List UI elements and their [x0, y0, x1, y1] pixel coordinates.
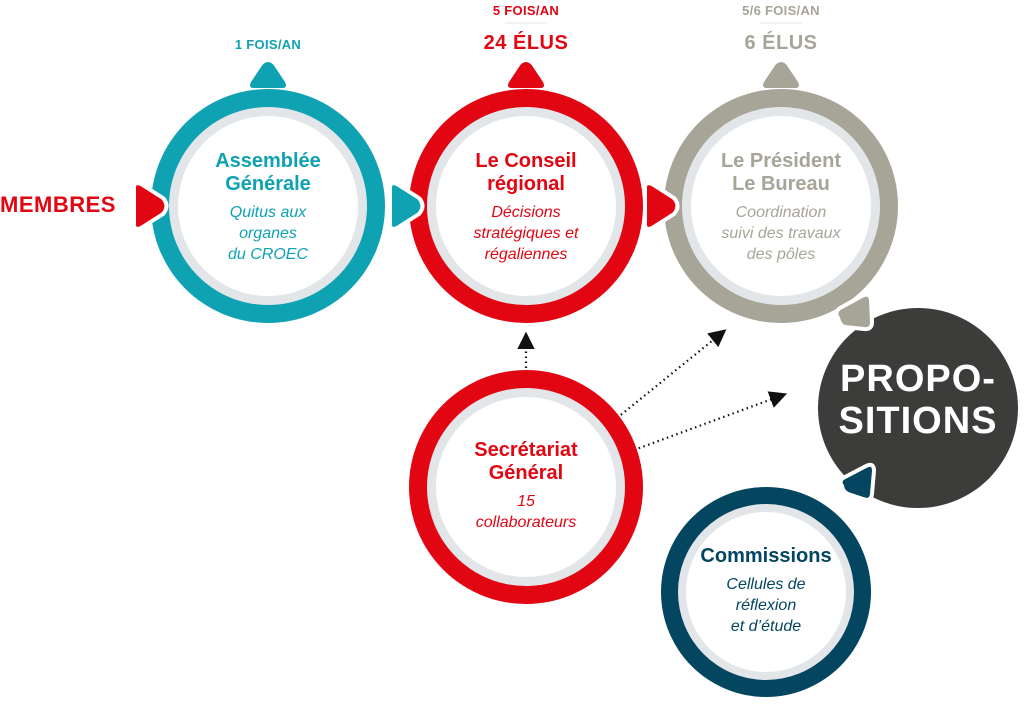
propositions-line-1: PROPO-: [840, 358, 996, 400]
assemblee-frequency: 1 FOIS/AN: [234, 37, 302, 52]
conseil-node: Le Conseil régional Décisions stratégiqu…: [426, 150, 626, 265]
president-desc-2: suivi des travaux: [721, 225, 841, 242]
assemblee-desc-1: Quitus aux: [229, 204, 307, 221]
conseil-ring: [409, 89, 643, 323]
conseil-members: 24 ÉLUS: [483, 32, 569, 54]
president-frequency: 5/6 FOIS/AN: [742, 3, 820, 18]
secretariat-desc-2: collaborateurs: [475, 514, 577, 531]
assemblee-node: Assemblée Générale Quitus aux organes du…: [178, 150, 358, 265]
president-ring: [664, 89, 898, 323]
commissions-node: Commissions Cellules de réflexion et d’é…: [676, 545, 856, 637]
secretariat-title-2: Général: [488, 462, 564, 484]
president-members: 6 ÉLUS: [744, 32, 818, 54]
assemblee-to-conseil-arrow-icon: [388, 181, 425, 231]
commissions-title: Commissions: [700, 545, 832, 567]
conseil-desc-2: stratégiques et: [473, 225, 579, 242]
conseil-top-triangle-icon: [508, 62, 544, 88]
commissions-desc-1: Cellules de: [726, 576, 806, 593]
secretariat-title-1: Secrétariat: [474, 439, 578, 461]
president-desc-3: des pôles: [746, 246, 816, 263]
assemblee-desc-2: organes: [239, 225, 297, 242]
conseil-to-president-arrow-icon: [643, 181, 680, 231]
president-top-triangle-icon: [763, 62, 799, 88]
commissions-to-propositions-arrow-icon: [838, 462, 876, 502]
commissions-desc-3: et d’étude: [730, 618, 802, 635]
president-title-1: Le Président: [720, 150, 842, 172]
conseil-desc-1: Décisions: [491, 204, 561, 221]
propositions-line-2: SITIONS: [838, 400, 998, 442]
propositions-to-president-arrow-icon: [834, 292, 874, 332]
assemblee-title-2: Générale: [225, 173, 311, 195]
president-desc-1: Coordination: [735, 204, 827, 221]
secretariat-node: Secrétariat Général 15 collaborateurs: [426, 439, 626, 533]
president-title-2: Le Bureau: [732, 173, 830, 195]
membres-label: MEMBRES: [0, 192, 116, 217]
propositions-circle: [818, 308, 1018, 508]
secretariat-ring: [409, 370, 643, 604]
dotted-connector-to-propositions: [633, 391, 788, 452]
assemblee-top-triangle-icon: [250, 62, 286, 88]
assemblee-title-1: Assemblée: [215, 150, 321, 172]
conseil-frequency: 5 FOIS/AN: [492, 3, 560, 18]
secretariat-desc-1: 15: [517, 493, 535, 510]
commissions-desc-2: réflexion: [735, 597, 797, 614]
assemblee-desc-3: du CROEC: [227, 246, 309, 263]
president-node: Le Président Le Bureau Coordination suiv…: [681, 150, 881, 265]
conseil-desc-3: régaliennes: [484, 246, 568, 263]
conseil-title-1: Le Conseil: [475, 150, 577, 172]
conseil-title-2: régional: [487, 173, 565, 195]
assemblee-ring: [151, 89, 385, 323]
commissions-ring: [661, 487, 871, 697]
propositions-node: PROPO- SITIONS: [818, 358, 1018, 442]
membres-arrow-icon: [132, 181, 169, 231]
dotted-connector-to-president: [616, 329, 727, 419]
